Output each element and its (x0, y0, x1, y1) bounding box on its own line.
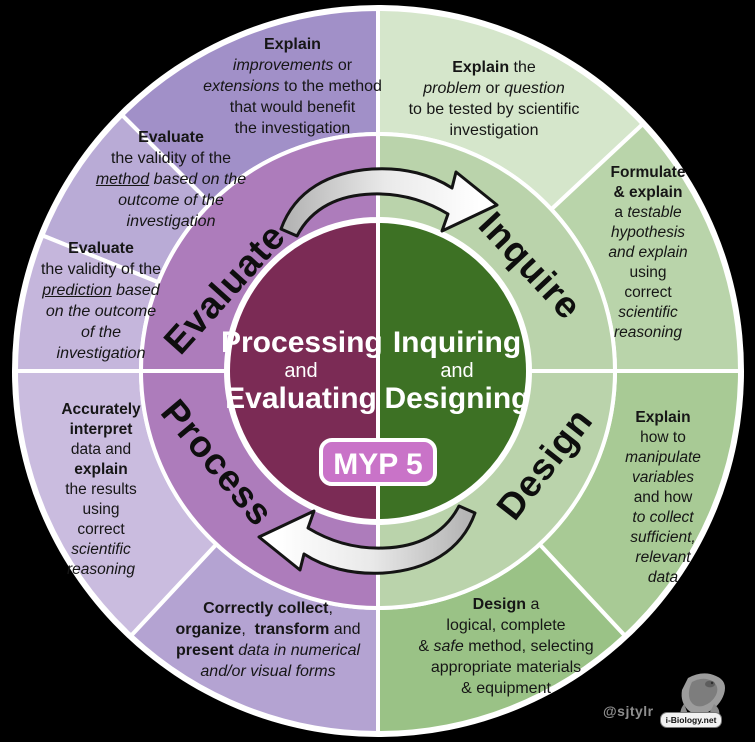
segment-correctly-collect: Correctly collect,organize, transform an… (175, 600, 361, 680)
inner-label-processing-evaluating: Processing and Evaluating (221, 326, 383, 415)
myp5-badge: MYP 5 (319, 438, 437, 486)
inner-label-line: and (284, 360, 318, 382)
i-biology-label: i-Biology.net (660, 712, 722, 728)
lizard-logo-icon (680, 673, 725, 718)
inner-label-line: Processing (221, 326, 383, 359)
author-handle: @sjtylr (603, 703, 654, 719)
inner-label-line: Evaluating (225, 382, 377, 415)
cycle-arrow-top (279, 167, 499, 238)
inner-label-inquiring-designing: Inquiring and Designing (377, 328, 537, 414)
inner-label-line: Designing (384, 382, 530, 415)
inner-label-line: Inquiring (392, 326, 522, 359)
inner-label-line: and (440, 360, 474, 382)
cycle-arrow-bottom (257, 504, 477, 575)
